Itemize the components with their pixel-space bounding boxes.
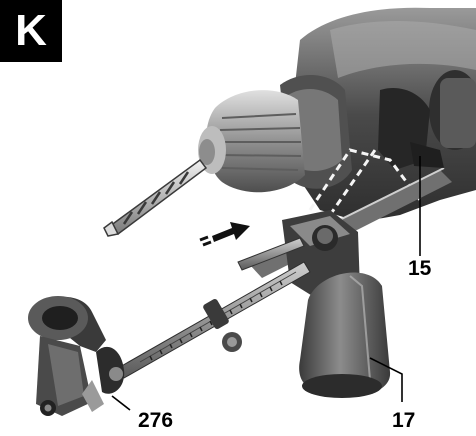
auxiliary-handle [299, 272, 391, 398]
drill-bit [103, 158, 208, 237]
leader-lines [111, 156, 421, 411]
depth-stop-lever [410, 142, 444, 168]
leader-276 [111, 395, 131, 411]
guide-dashes [308, 148, 422, 216]
direction-arrow [199, 222, 250, 247]
dust-extraction-cup [28, 296, 125, 416]
chuck [198, 90, 305, 193]
label-17: 17 [392, 409, 416, 432]
guide-pin [237, 237, 305, 271]
label-15: 15 [408, 257, 432, 280]
label-276: 276 [138, 409, 174, 432]
figure-badge: K [0, 0, 62, 62]
depth-stop-rod [117, 261, 311, 379]
leader-17 [369, 357, 403, 402]
